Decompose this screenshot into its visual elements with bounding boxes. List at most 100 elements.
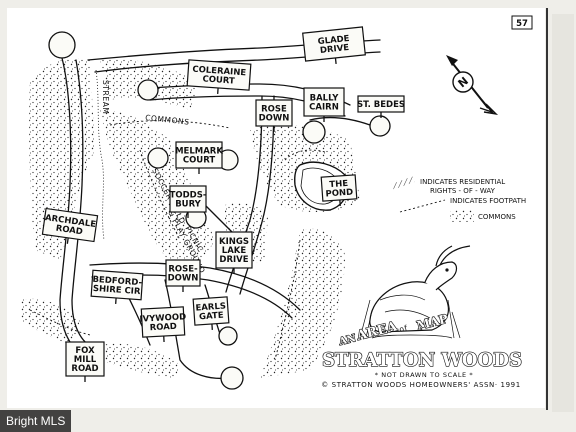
not-to-scale-note: * NOT DRAWN TO SCALE * (375, 371, 474, 379)
street-sign-text: CAIRN (309, 103, 339, 113)
stream-line (95, 69, 105, 241)
culdesac-bally-cairn (302, 120, 326, 144)
sign-board (186, 59, 252, 91)
street-sign-text: GATE (199, 311, 224, 323)
street-sign-text: DRIVE (320, 43, 350, 56)
cul-de-sacs (48, 31, 391, 390)
culdesac-ivywood (220, 366, 244, 390)
watermark: Bright MLS (0, 410, 72, 432)
street-sign-text: BALLY (310, 94, 340, 104)
title-of: of (398, 323, 408, 334)
commons-south (100, 343, 180, 378)
compass-arrow-icon: N (446, 55, 499, 116)
street-sign-text: IVYWOOD (139, 312, 186, 324)
street-sign-text: EARLS (195, 301, 226, 313)
street-sign-text: LAKE (222, 246, 247, 256)
page-number: 57 (516, 19, 528, 29)
sign-board (357, 95, 405, 113)
street-sign-text: KINGS (219, 237, 249, 247)
street-sign-text: COURT (202, 74, 235, 86)
culdesac-northwest (48, 31, 76, 59)
sign-board (169, 185, 207, 213)
sign-board (320, 174, 358, 202)
culdesac-coleraine (137, 79, 159, 101)
culdesac-melmark-west (147, 147, 169, 169)
culdesac-st-bedes (369, 115, 391, 137)
street-sign-text: THE (329, 179, 349, 190)
commons-soccer-field (100, 110, 215, 265)
legend-dashed-symbol (399, 199, 446, 213)
legend: INDICATES RESIDENTIAL RIGHTS - OF - WAY … (391, 176, 526, 222)
footpath-soccer (139, 149, 181, 241)
culdesac-earls-gate (218, 326, 238, 346)
legend-item-commons: COMMONS (478, 213, 516, 221)
street-sign-text: GLADE (317, 34, 350, 47)
sign-post (66, 237, 69, 244)
commons-east (260, 228, 345, 378)
street-sign-text: ROAD (55, 224, 83, 238)
sign-board (165, 259, 201, 287)
street-sign-text: POND (325, 188, 353, 200)
sign-post (334, 57, 337, 64)
title-an: AN (337, 333, 357, 348)
sign-board (140, 306, 186, 338)
footpaths (29, 120, 326, 361)
sign-board (302, 26, 366, 62)
sign-board (192, 296, 230, 326)
street-sign-st-bedes: ST. BEDES (357, 95, 405, 118)
next-page-edge (552, 14, 574, 412)
sign-board (65, 341, 105, 377)
page-number-box (511, 15, 533, 30)
legend-item-rights-of-way-2: RIGHTS - OF - WAY (430, 187, 496, 195)
street-sign-text: ROAD (149, 322, 177, 333)
street-sign-text: MELMARK (175, 147, 223, 157)
street-sign-text: BEDFORD- (92, 275, 143, 288)
road-rose-down-south (89, 262, 301, 311)
title-stratton-woods: STRATTON WOODS (322, 349, 522, 371)
street-signs: GLADEDRIVECOLERAINECOURTROSEDOWNBALLYCAI… (41, 26, 405, 382)
sign-board (255, 99, 293, 127)
street-sign-text: DRIVE (219, 255, 248, 265)
road-bally-cairn (309, 116, 371, 126)
street-sign-bedford-shire-cir: BEDFORD-SHIRE CIR (90, 269, 144, 304)
street-sign-text: BURY (175, 200, 201, 210)
sign-board (175, 141, 223, 169)
street-sign-text: ROSE- (168, 265, 198, 275)
street-sign-text: ROAD (71, 364, 98, 374)
road-rose-down-edge (239, 95, 275, 295)
sign-board (41, 207, 99, 243)
road-rose-down (225, 95, 263, 293)
road-ivywood (164, 279, 231, 380)
stream-label: STREAM (101, 80, 110, 115)
street-sign-toddsbury: TODDS-BURY (169, 185, 207, 218)
legend-item-rights-of-way-1: INDICATES RESIDENTIAL (420, 178, 505, 186)
street-sign-text: DOWN (259, 114, 290, 124)
sign-board (303, 87, 345, 117)
footpath-east (274, 239, 301, 361)
legend-hatch-symbol (391, 176, 415, 190)
legend-item-footpath: INDICATES FOOTPATH (450, 197, 526, 205)
street-sign-rose-down-south: ROSE-DOWN (165, 259, 201, 292)
street-sign-text: COURT (183, 156, 216, 166)
copyright-line: © STRATTON WOODS HOMEOWNERS' ASSN· 1991 (321, 381, 521, 389)
sign-board (215, 231, 253, 269)
street-sign-text: SHIRE CIR (92, 284, 141, 297)
street-sign-text: DOWN (168, 274, 199, 284)
street-sign-text: ST. BEDES (357, 100, 405, 110)
street-sign-text: FOX (75, 346, 95, 356)
legend-stipple-symbol (450, 210, 474, 222)
street-sign-text: TODDS- (170, 191, 207, 201)
street-sign-text: COLERAINE (192, 65, 247, 79)
